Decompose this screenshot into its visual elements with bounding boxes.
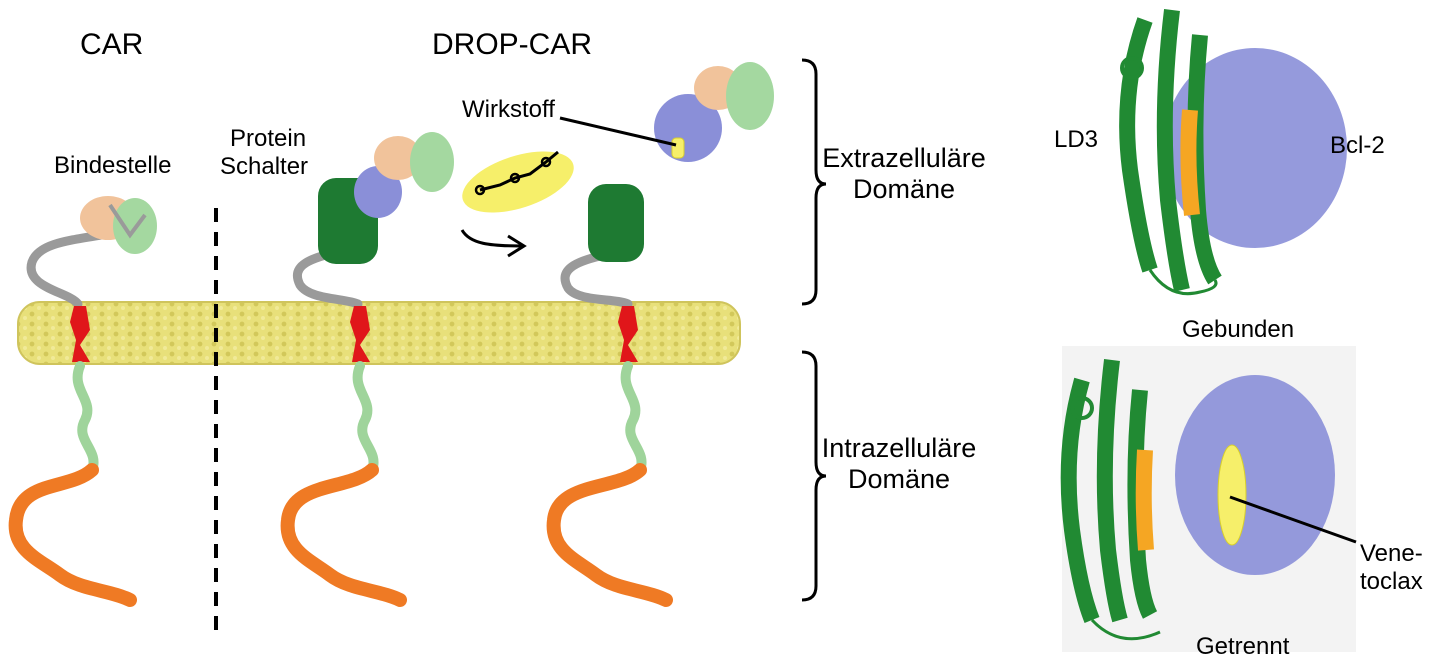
intracellular-bracket — [801, 350, 827, 602]
car-receptor — [8, 196, 157, 607]
bound-structure — [1119, 9, 1347, 296]
extracellular-bracket — [801, 58, 827, 306]
label-binding-site: Bindestelle — [54, 152, 172, 179]
separated-structure — [1060, 359, 1335, 641]
released-bcl2-complex — [654, 62, 774, 162]
drug-molecule — [462, 150, 574, 213]
label-intracellular-line2: Domäne — [847, 464, 951, 495]
car-transmembrane — [70, 306, 90, 362]
dropcar-bound-bcl2 — [354, 166, 402, 218]
car-intracellular-chain — [72, 361, 99, 475]
label-extracellular-domain: Extrazelluläre Domäne — [820, 143, 988, 205]
label-separated: Getrennt — [1196, 633, 1290, 660]
title-car: CAR — [80, 28, 144, 61]
dropcar-released-receptor — [546, 184, 673, 607]
reaction-arrow — [460, 229, 527, 258]
label-extracellular-line1: Extrazelluläre — [822, 143, 986, 173]
dropcar-bound-linker — [293, 245, 363, 309]
dropcar-released-ld3-switch — [588, 184, 644, 262]
label-drug: Wirkstoff — [462, 96, 555, 123]
drug-pointer-line — [559, 116, 677, 147]
label-protein-switch: Protein Schalter — [220, 125, 308, 180]
label-venetoclax: Vene- toclax — [1360, 540, 1423, 595]
label-protein-switch-line2: Schalter — [220, 152, 309, 180]
label-intracellular-domain: Intrazelluläre Domäne — [818, 433, 980, 495]
title-drop-car: DROP-CAR — [432, 28, 593, 61]
car-signaling-domain — [8, 463, 137, 607]
label-bound: Gebunden — [1182, 316, 1295, 343]
venetoclax-pointer-line — [1229, 495, 1357, 544]
label-protein-switch-line1: Protein — [230, 125, 307, 152]
label-ld3: LD3 — [1054, 126, 1099, 153]
label-venetoclax-line1: Vene- — [1360, 540, 1423, 567]
label-venetoclax-line2: toclax — [1360, 567, 1423, 595]
car-binder-domain — [80, 196, 157, 254]
label-extracellular-line2: Domäne — [852, 174, 956, 205]
label-intracellular-line1: Intrazelluläre — [821, 433, 977, 463]
dropcar-bound-receptor — [280, 132, 454, 607]
venetoclax-bound-site — [1217, 444, 1247, 546]
cell-membrane — [17, 301, 741, 365]
car-linker — [26, 227, 123, 309]
label-bcl2: Bcl-2 — [1330, 132, 1385, 159]
